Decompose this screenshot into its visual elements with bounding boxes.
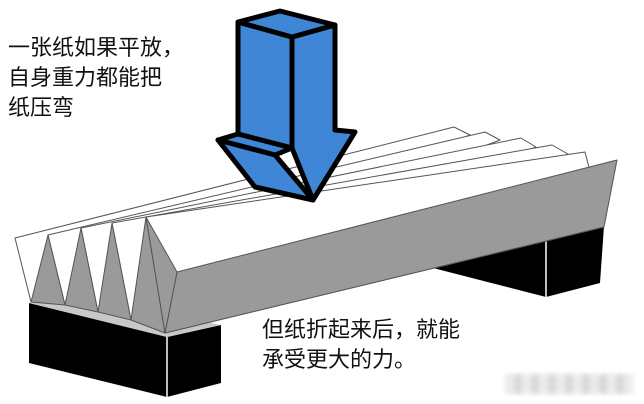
caption-line: 但纸折起来后，就能 [262, 318, 461, 343]
flat-paper-caption: 一张纸如果平放， 自身重力都能把 纸压弯 [8, 34, 184, 124]
blurred-watermark [505, 374, 633, 394]
pleated-paper [14, 126, 618, 334]
right-support-block [433, 226, 604, 297]
caption-line: 一张纸如果平放， [8, 36, 185, 61]
caption-line: 自身重力都能把 [8, 66, 163, 91]
caption-line: 承受更大的力。 [262, 348, 417, 373]
downward-force-arrow [215, 8, 358, 203]
folded-paper-caption: 但纸折起来后，就能 承受更大的力。 [262, 316, 460, 376]
caption-line: 纸压弯 [8, 96, 75, 121]
